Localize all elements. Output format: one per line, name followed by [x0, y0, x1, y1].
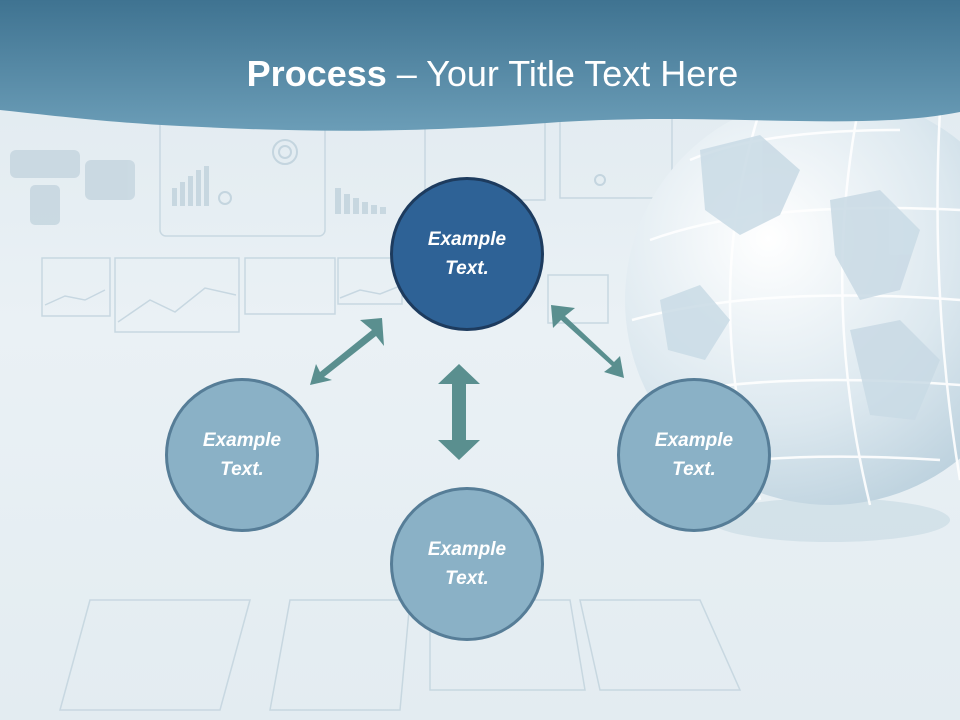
- node-right-line1: Example: [654, 430, 734, 451]
- node-left-line2: Text.: [220, 459, 264, 480]
- node-center-line2: Text.: [445, 258, 489, 279]
- title-rest: – Your Title Text Here: [386, 53, 739, 94]
- bar-graphics: [172, 166, 386, 214]
- title-bold: Process: [246, 53, 387, 94]
- slide-title: Process – Your Title Text Here: [0, 50, 960, 98]
- node-left-line1: Example: [202, 430, 282, 451]
- header-band: [0, 0, 960, 131]
- circle-graphics: [218, 139, 606, 205]
- tech-panels: [41, 117, 742, 711]
- node-bottom-line2: Text.: [445, 568, 489, 589]
- world-map-dots: [10, 150, 135, 225]
- node-center-line1: Example: [427, 229, 507, 250]
- node-bottom-line1: Example: [427, 539, 507, 560]
- node-right-line2: Text.: [672, 459, 716, 480]
